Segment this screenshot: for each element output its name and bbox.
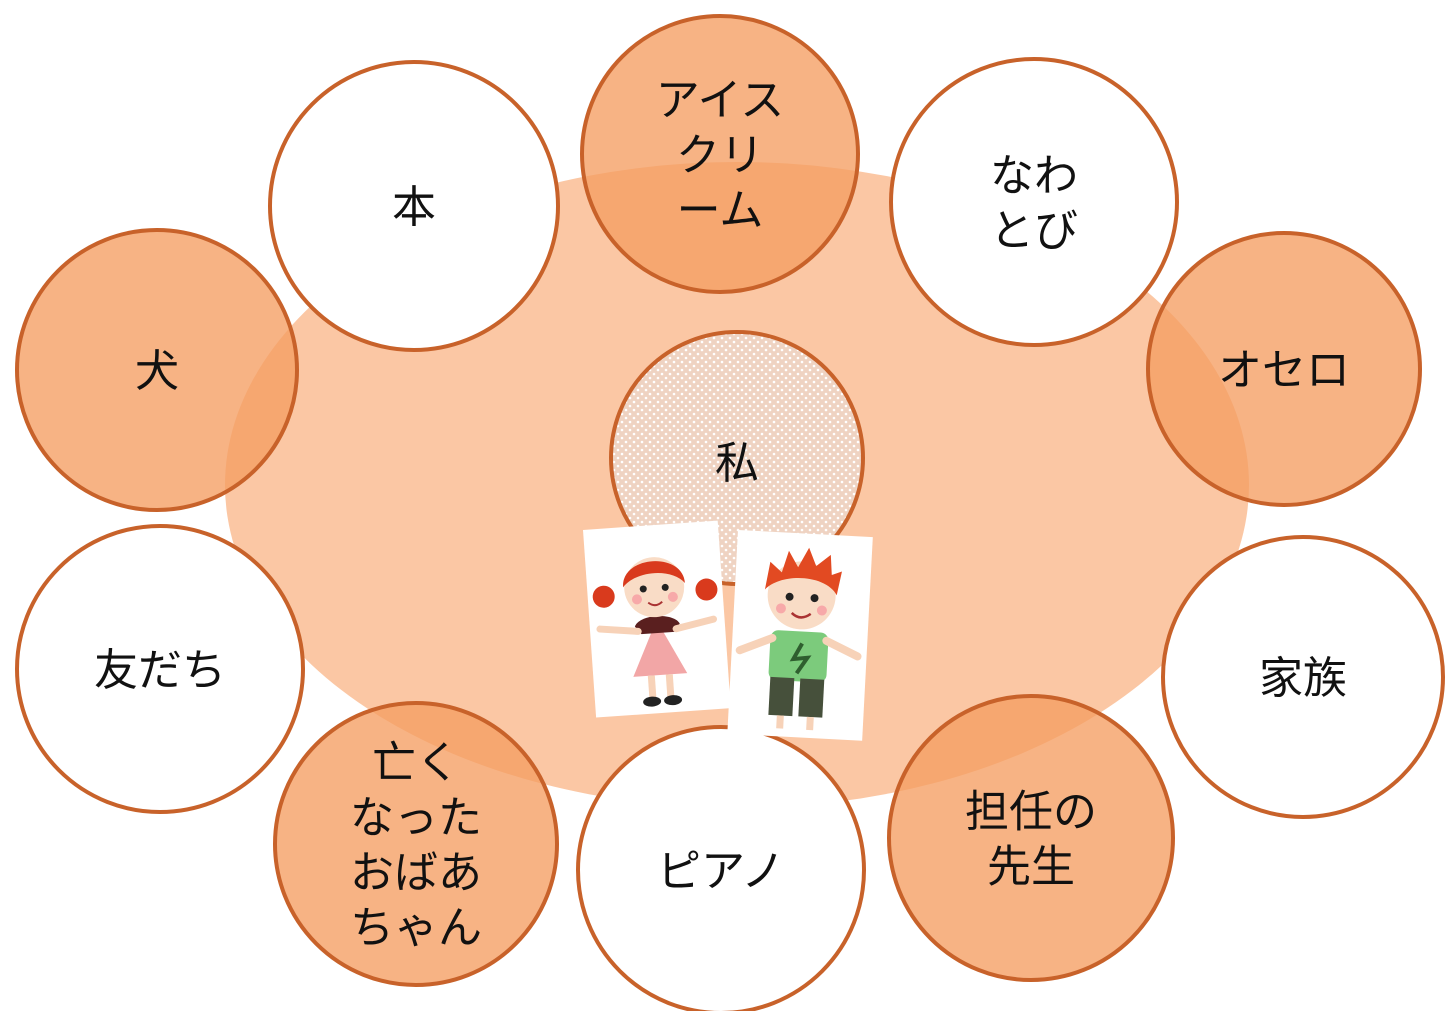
- node-circle: [1161, 535, 1445, 819]
- node-family: 家族: [1161, 535, 1445, 819]
- center-label: 私: [715, 438, 759, 489]
- node-label-line: 担任の: [965, 786, 1097, 837]
- node-circle: [15, 524, 305, 814]
- boy-illustration: [727, 530, 873, 741]
- node-label-line: ピアノ: [657, 846, 785, 897]
- node-othello: オセロ: [1146, 231, 1422, 507]
- node-circle: [576, 725, 866, 1011]
- node-label-line: 先生: [987, 841, 1075, 892]
- node-circle: [268, 60, 560, 352]
- node-label-line: クリ: [676, 130, 764, 181]
- node-label-line: とび: [990, 205, 1078, 256]
- node-label-line: オセロ: [1218, 345, 1350, 396]
- node-label-line: アイス: [656, 75, 784, 126]
- node-circle: [1146, 231, 1422, 507]
- node-circle: [889, 57, 1179, 347]
- node-label-line: 友だち: [94, 645, 226, 696]
- node-book: 本: [268, 60, 560, 352]
- node-friends: 友だち: [15, 524, 305, 814]
- node-label-line: おばあ: [350, 847, 482, 898]
- node-label-line: 亡く: [372, 737, 460, 788]
- node-dog: 犬: [15, 228, 299, 512]
- node-circle: [273, 701, 559, 987]
- node-circle: [887, 694, 1175, 982]
- node-circle: [15, 228, 299, 512]
- node-piano: ピアノ: [576, 725, 866, 1011]
- node-label-line: 家族: [1259, 653, 1347, 704]
- node-label-line: なわ: [990, 150, 1078, 201]
- node-label-line: 本: [392, 182, 436, 233]
- node-label-line: なった: [350, 792, 482, 843]
- girl-illustration: [583, 520, 731, 718]
- node-label-line: 犬: [135, 346, 179, 397]
- node-label-line: ーム: [677, 185, 764, 236]
- node-circle: [580, 14, 860, 294]
- node-label-line: ちゃん: [350, 902, 482, 953]
